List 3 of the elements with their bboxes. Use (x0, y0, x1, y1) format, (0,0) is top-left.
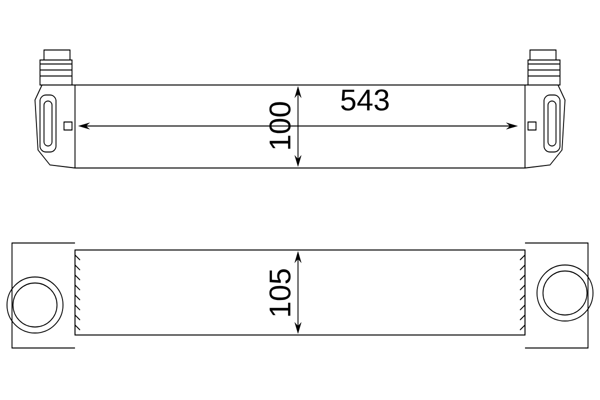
dimension-label: 543 (338, 88, 392, 112)
dimension-label: 105 (268, 266, 292, 320)
dimension-label: 100 (269, 102, 291, 149)
